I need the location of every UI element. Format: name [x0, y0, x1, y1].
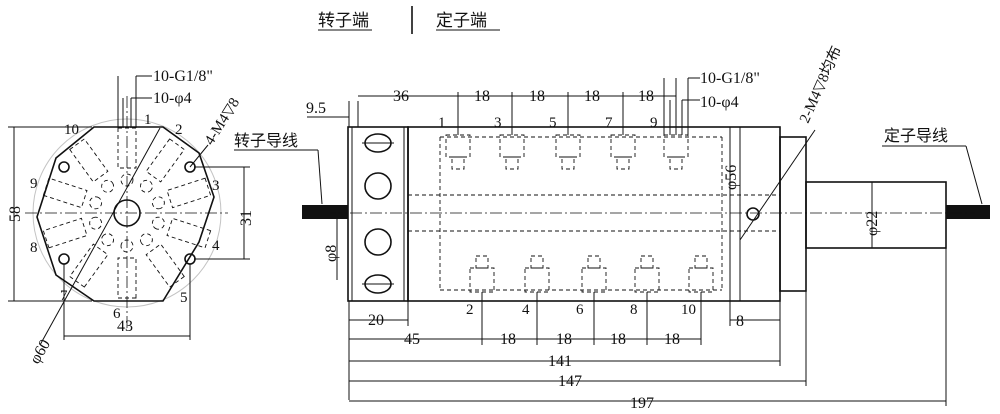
dim-phi56: φ56	[723, 165, 740, 190]
dim-9-5: 9.5	[306, 100, 326, 117]
side-view: 转子导线	[234, 43, 990, 412]
side-port-2: 2	[466, 302, 474, 318]
decagon-outline	[36, 126, 215, 302]
port-number-10: 10	[64, 122, 79, 138]
dim-top-18-d: 18	[638, 88, 654, 105]
stator-mount-leader	[739, 129, 816, 241]
flange-ports	[362, 133, 394, 294]
rotor-end-label: 转子端	[318, 11, 369, 31]
rotor-lead-label: 转子导线	[234, 131, 298, 150]
center-bore	[113, 199, 141, 227]
port-number-5: 5	[180, 290, 188, 306]
dim-phi8: φ8	[323, 245, 340, 262]
side-port-1: 1	[438, 115, 446, 131]
side-port-5: 5	[549, 115, 557, 131]
dim-20: 20	[368, 312, 384, 329]
port-number-4: 4	[212, 238, 220, 254]
dim-width-43: 43	[117, 318, 133, 335]
side-port-8: 8	[630, 302, 638, 318]
stator-end-label: 定子端	[436, 11, 487, 31]
flange-inner	[351, 126, 405, 302]
dim-bot-18-a: 18	[500, 331, 516, 348]
dim-top-18-b: 18	[529, 88, 545, 105]
stator-flange	[779, 136, 807, 292]
phi60-leader	[39, 127, 161, 346]
stator-mount-hole	[746, 207, 760, 221]
port-number-6: 6	[113, 306, 121, 322]
left-end-view: 1 2 3 4 5 6 7 8 9 10 10-G1/8" 10-φ4 4-M4…	[7, 68, 255, 367]
side-port-7: 7	[605, 115, 613, 131]
stator-mount-callout: 2-M4▽8均布	[796, 43, 845, 125]
side-port-3: 3	[494, 115, 502, 131]
bottom-ports	[469, 255, 714, 293]
dim-197: 197	[630, 395, 654, 412]
dim-bot-18-d: 18	[664, 331, 680, 348]
top-ports	[445, 134, 689, 170]
dim-height-58: 58	[7, 206, 24, 222]
side-port-callout: 10-G1/8"	[700, 70, 760, 87]
dim-bot-18-c: 18	[610, 331, 626, 348]
dim-8: 8	[736, 313, 744, 330]
dim-inner-31: 31	[238, 210, 255, 226]
mount-hole-tl	[58, 161, 70, 173]
dim-147: 147	[558, 373, 582, 390]
port-number-2: 2	[175, 122, 183, 138]
dim-diameter-60: φ60	[27, 337, 54, 367]
main-body	[407, 126, 781, 302]
side-port-10: 10	[681, 302, 696, 318]
hole-callout-top: 10-φ4	[153, 90, 192, 107]
dim-bot-18-b: 18	[556, 331, 572, 348]
dim-phi22: φ22	[864, 211, 881, 236]
rotor-lead-wire	[302, 205, 348, 219]
dim-36: 36	[393, 88, 409, 105]
stator-lead-leader	[965, 145, 983, 205]
port-number-1: 1	[144, 112, 152, 128]
stator-lead-label: 定子导线	[884, 126, 948, 145]
side-port-4: 4	[522, 302, 530, 318]
port-number-3: 3	[212, 178, 220, 194]
port-number-8: 8	[30, 240, 38, 256]
rotor-lead-leader	[317, 149, 323, 205]
dim-141: 141	[548, 353, 572, 370]
port-callout-top: 10-G1/8"	[153, 68, 213, 85]
stator-lead-wire	[946, 205, 990, 219]
dim-top-18-c: 18	[584, 88, 600, 105]
mount-hole-bl	[58, 253, 70, 265]
dim-45: 45	[404, 331, 420, 348]
dim-top-18-a: 18	[474, 88, 490, 105]
side-hole-callout: 10-φ4	[700, 94, 739, 111]
port-number-9: 9	[30, 176, 38, 192]
mount-leader	[189, 144, 209, 168]
side-port-6: 6	[576, 302, 584, 318]
side-port-9: 9	[650, 115, 658, 131]
